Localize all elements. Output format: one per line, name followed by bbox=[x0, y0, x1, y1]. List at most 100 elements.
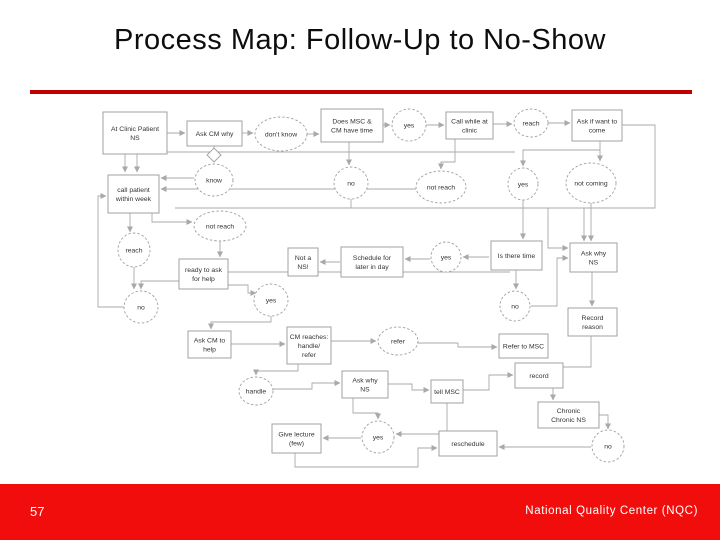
flow-node-not-reach-1: not reach bbox=[415, 170, 467, 204]
flow-edge bbox=[438, 139, 456, 170]
svg-text:don't know: don't know bbox=[265, 131, 297, 138]
svg-text:yes: yes bbox=[518, 181, 529, 188]
flow-node-no-4: no bbox=[591, 429, 625, 463]
svg-text:reach: reach bbox=[522, 120, 539, 127]
flow-node-reach-1: reach bbox=[513, 108, 549, 138]
svg-text:not coming: not coming bbox=[574, 180, 607, 187]
svg-text:reach: reach bbox=[125, 247, 142, 254]
flow-node-give-lecture-few: Give lecture(few) bbox=[271, 423, 322, 454]
flow-node-no-3: no bbox=[499, 290, 531, 322]
title-divider-rule bbox=[30, 90, 692, 94]
svg-text:refer: refer bbox=[391, 338, 406, 345]
flow-node-not-reach-2: not reach bbox=[193, 210, 247, 242]
svg-text:Refer to MSC: Refer to MSC bbox=[503, 343, 544, 350]
svg-text:yes: yes bbox=[404, 122, 415, 129]
svg-text:Ask CM why: Ask CM why bbox=[196, 131, 234, 138]
svg-text:no: no bbox=[347, 180, 355, 187]
flow-edge bbox=[531, 255, 569, 307]
flow-edge bbox=[273, 380, 341, 390]
svg-text:Does MSC &CM have time: Does MSC &CM have time bbox=[331, 118, 373, 134]
flow-edge bbox=[418, 342, 498, 350]
footer-bar: 57 National Quality Center (NQC) bbox=[0, 484, 720, 540]
flow-node-ask-cm-why: Ask CM why bbox=[186, 120, 243, 147]
svg-text:Not aNS!: Not aNS! bbox=[295, 255, 311, 271]
svg-text:tell MSC: tell MSC bbox=[434, 389, 460, 396]
flow-node-reach-2: reach bbox=[117, 232, 151, 268]
flow-edge bbox=[463, 372, 514, 391]
page-number: 57 bbox=[30, 504, 45, 519]
flow-node-yes-2: yes bbox=[507, 167, 539, 201]
flow-node-is-there-time: Is there time bbox=[490, 240, 543, 271]
flow-node-reschedule: reschedule bbox=[438, 430, 498, 457]
svg-text:CM reaches:handle/refer: CM reaches:handle/refer bbox=[290, 334, 329, 359]
svg-text:record: record bbox=[529, 373, 548, 380]
svg-text:Give lecture(few): Give lecture(few) bbox=[278, 431, 314, 447]
flow-edge bbox=[388, 383, 430, 393]
flow-node-not-coming: not coming bbox=[565, 162, 617, 204]
flow-node-tell-msc: tell MSC bbox=[430, 379, 464, 404]
svg-text:not reach: not reach bbox=[206, 223, 235, 230]
svg-text:no: no bbox=[137, 304, 145, 311]
flow-edge bbox=[97, 193, 124, 308]
flow-node-connector-diamond bbox=[206, 147, 222, 163]
flow-edge bbox=[547, 208, 569, 251]
page-title: Process Map: Follow-Up to No-Show bbox=[114, 24, 606, 56]
flow-node-refer-to-msc: Refer to MSC bbox=[498, 333, 549, 359]
flow-node-yes-1: yes bbox=[391, 108, 427, 142]
svg-text:yes: yes bbox=[441, 254, 452, 261]
flow-node-yes-3: yes bbox=[253, 283, 289, 317]
flow-node-no-1: no bbox=[333, 166, 369, 200]
flow-edge bbox=[599, 414, 611, 430]
flow-edge bbox=[175, 124, 656, 209]
flow-node-no-2: no bbox=[123, 290, 159, 324]
svg-text:Is there time: Is there time bbox=[498, 253, 536, 260]
svg-text:handle: handle bbox=[246, 388, 267, 395]
flow-edge bbox=[253, 364, 299, 376]
svg-text:yes: yes bbox=[266, 297, 277, 304]
flow-edge bbox=[134, 151, 515, 173]
flow-edge bbox=[228, 284, 257, 296]
flow-node-handle: handle bbox=[238, 376, 274, 406]
svg-text:know: know bbox=[206, 177, 222, 184]
flow-edge bbox=[294, 445, 438, 468]
svg-text:reschedule: reschedule bbox=[451, 441, 484, 448]
svg-text:no: no bbox=[511, 303, 519, 310]
svg-text:no: no bbox=[604, 443, 612, 450]
footer-organization: National Quality Center (NQC) bbox=[525, 505, 698, 517]
svg-text:not reach: not reach bbox=[427, 184, 456, 191]
flow-node-record: record bbox=[514, 362, 564, 389]
flow-edge bbox=[352, 398, 381, 420]
flow-edge bbox=[395, 403, 448, 437]
flow-edge bbox=[208, 316, 272, 330]
flow-edge bbox=[520, 141, 601, 167]
flow-node-yes-5: yes bbox=[361, 420, 395, 454]
flow-node-yes-4: yes bbox=[430, 241, 462, 273]
flow-node-dont-know: don't know bbox=[254, 116, 308, 152]
flow-node-cm-reaches-handle-refer: CM reaches:handle/refer bbox=[286, 326, 332, 365]
flow-node-refer: refer bbox=[377, 326, 419, 356]
